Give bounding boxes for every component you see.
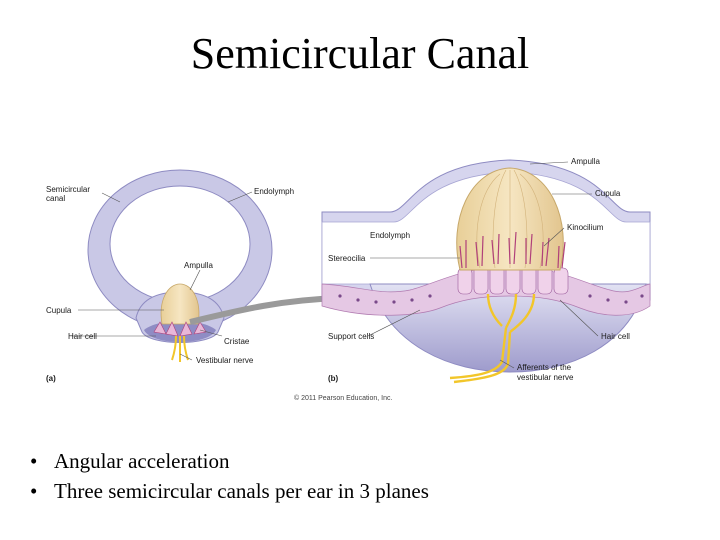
panel-a: Semicircular canal Endolymph Ampulla Cup…	[46, 169, 294, 383]
zoom-arrow	[189, 295, 341, 325]
panel-a-tag: (a)	[46, 374, 56, 383]
bullet-item: Three semicircular canals per ear in 3 p…	[30, 476, 429, 506]
label-semicircular-canal-a: Semicircular	[46, 185, 90, 194]
bullet-list: Angular acceleration Three semicircular …	[30, 446, 429, 506]
label-ampulla-a: Ampulla	[184, 261, 213, 270]
hair-cells-b	[457, 263, 569, 295]
label-cupula-b: Cupula	[595, 189, 621, 198]
label-vestibular-nerve-a: Vestibular nerve	[196, 356, 254, 365]
vestibular-nerve-a	[171, 335, 189, 362]
stereocilia-b	[459, 231, 566, 269]
label-endolymph-a: Endolymph	[254, 187, 294, 196]
bullet-item: Angular acceleration	[30, 446, 429, 476]
label-support-cells-b: Support cells	[328, 332, 374, 341]
support-cell-nuclei-b	[338, 294, 644, 304]
label-afferents-b: Afferents of the	[517, 363, 572, 372]
label-endolymph-b: Endolymph	[370, 231, 410, 240]
label-hair-cell-b: Hair cell	[601, 332, 630, 341]
afferent-nerve-b	[449, 293, 536, 384]
label-ampulla-b: Ampulla	[571, 157, 600, 166]
label-hair-cell-a: Hair cell	[68, 332, 97, 341]
label-cupula-a: Cupula	[46, 306, 72, 315]
label-cristae-a: Cristae	[224, 337, 250, 346]
label-stereocilia-b: Stereocilia	[328, 254, 366, 263]
label-kinocilium-b: Kinocilium	[567, 223, 604, 232]
leader-lines-b	[367, 161, 599, 369]
copyright-notice: © 2011 Pearson Education, Inc.	[294, 394, 392, 402]
slide-title: Semicircular Canal	[190, 29, 530, 78]
label-semicircular-canal-a-2: canal	[46, 194, 65, 203]
semicircular-canal-diagram: Semicircular canal Endolymph Ampulla Cup…	[46, 157, 651, 402]
panel-b-tag: (b)	[328, 374, 339, 383]
label-afferents-b-2: vestibular nerve	[517, 373, 574, 382]
leader-lines-a	[72, 191, 253, 361]
hair-cells-a	[153, 321, 207, 337]
panel-b: Ampulla Cupula Kinocilium Endolymph Ster…	[321, 157, 651, 384]
cupula-a	[160, 283, 200, 325]
